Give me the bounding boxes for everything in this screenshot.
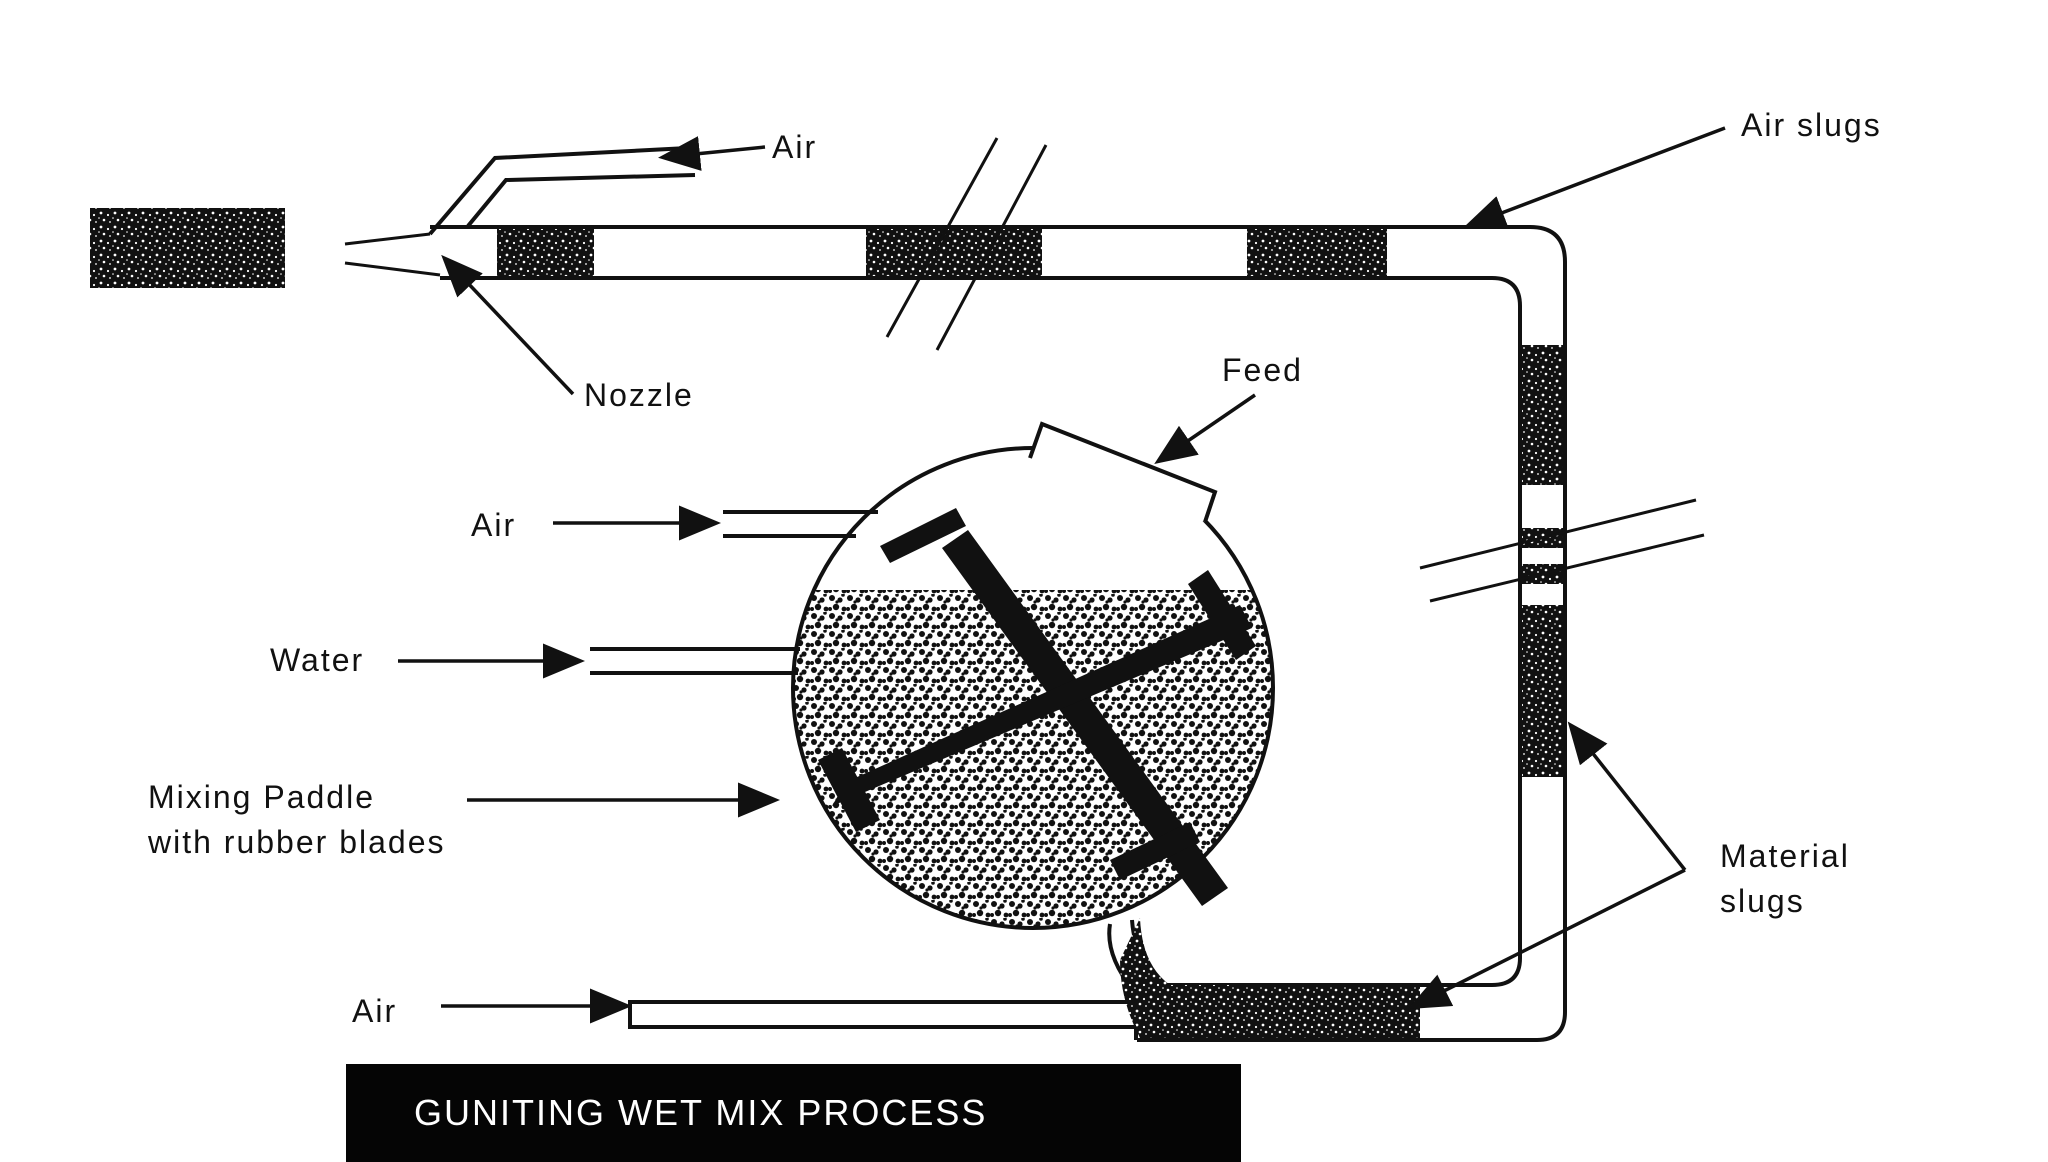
arrow-nozzle [441,254,575,396]
label-mixing-paddle-line1: Mixing Paddle [148,779,375,815]
arrow-feed [1154,393,1256,464]
label-water: Water [270,642,364,678]
title-bar: GUNITING WET MIX PROCESS [346,1064,1241,1162]
nozzle [344,232,441,277]
bottom-air-line [628,1000,1138,1040]
label-material-slugs-line2: slugs [1720,883,1805,919]
label-feed: Feed [1222,352,1303,388]
arrow-air-slugs [1463,126,1726,229]
sprayed-material [90,208,285,288]
material-slug [497,229,594,276]
material-slug [1247,229,1387,276]
arrow-material-slugs-a [1567,721,1687,872]
diagram-title: GUNITING WET MIX PROCESS [414,1092,988,1133]
outlet-material [1120,918,1235,1038]
arrow-air-top [658,136,766,171]
delivery-hose [430,225,1567,1042]
material-slug [1522,345,1563,485]
label-mixing-paddle-line2: with rubber blades [147,824,445,860]
leader-arrows [398,126,1726,1024]
hose-break-mark [1419,498,1705,603]
drum-air-inlet [723,510,878,538]
feed-hopper [1028,421,1218,523]
nozzle-air-inlet [428,146,696,236]
material-slug [1522,605,1563,777]
label-air-slugs: Air slugs [1741,107,1882,143]
mixing-paddle [818,508,1256,906]
label-air-top: Air [772,129,817,165]
material-slug [866,229,1042,276]
label-nozzle: Nozzle [584,377,694,413]
material-slug [1230,987,1420,1038]
water-inlet [590,647,800,675]
label-air-mid: Air [471,507,516,543]
hose-break-mark [885,137,1048,351]
label-air-bottom: Air [352,993,397,1029]
arrow-material-slugs-b [1407,868,1686,1010]
label-material-slugs-line1: Material [1720,838,1850,874]
